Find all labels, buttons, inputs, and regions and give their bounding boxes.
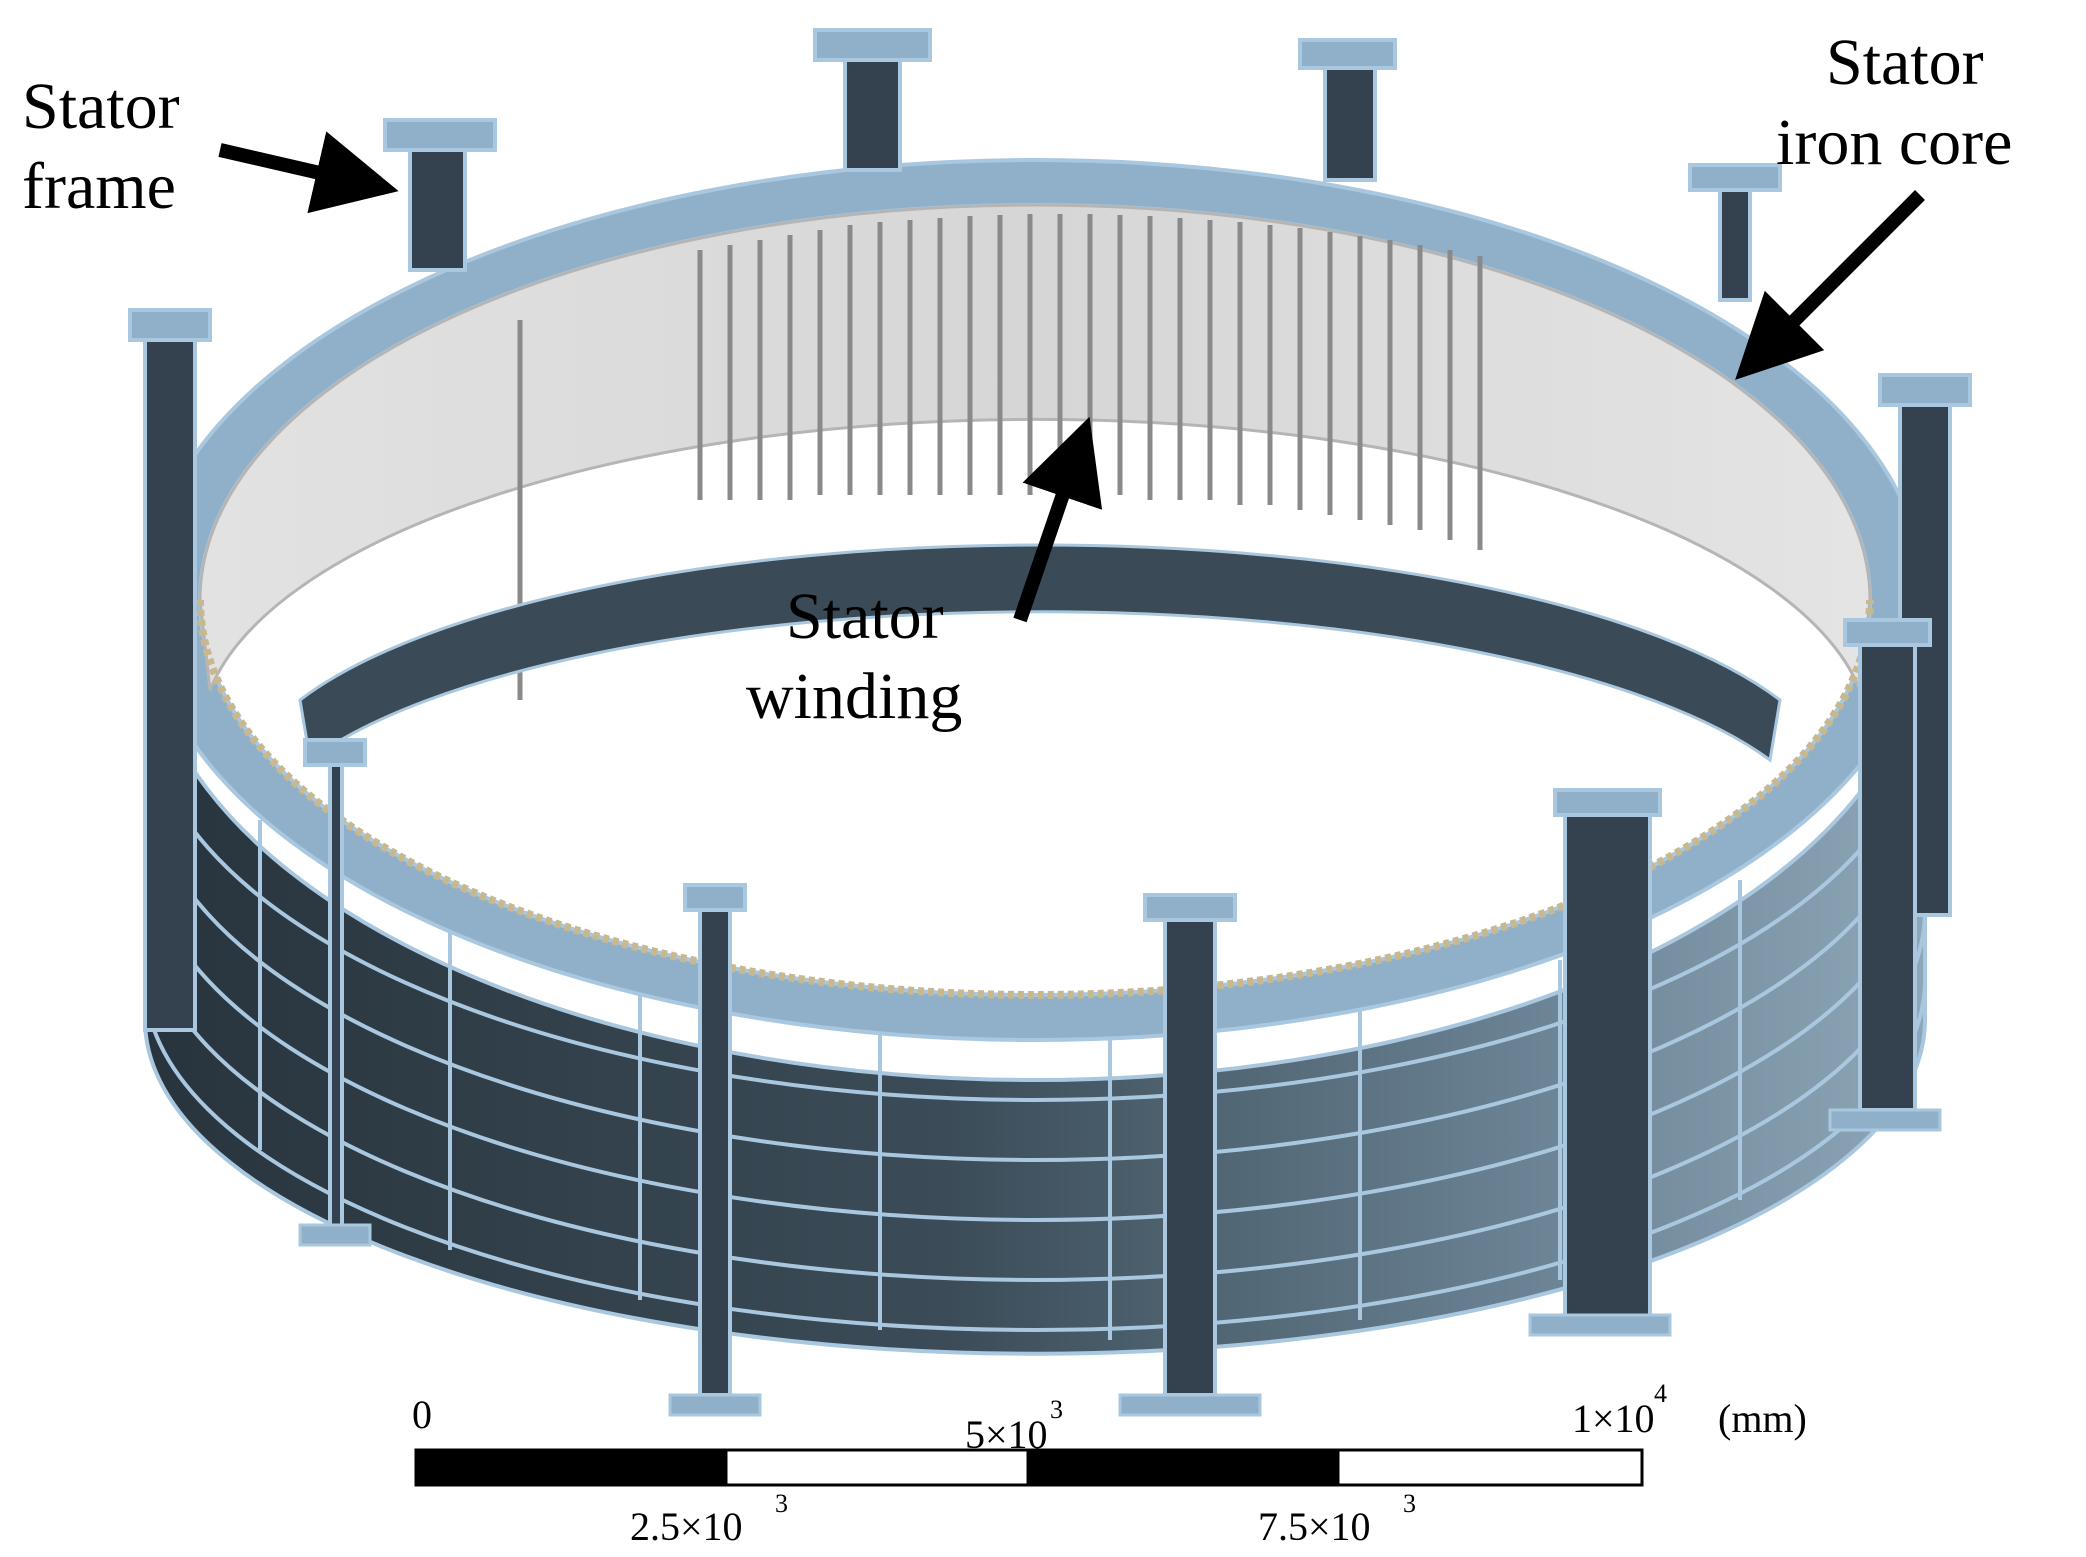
scale-segment-3 — [1026, 1448, 1340, 1487]
svg-text:frame: frame — [22, 150, 176, 223]
scale-segment-4 — [1336, 1448, 1644, 1487]
stator-iron-core-band — [298, 543, 1782, 763]
outer-wall-rings — [143, 699, 1927, 1332]
svg-text:winding: winding — [746, 660, 962, 733]
svg-text:iron core: iron core — [1776, 106, 2012, 179]
scale-tick-7-5e3: 7.5×10 — [1258, 1504, 1371, 1549]
scale-tick-2-5e3-exp: 3 — [775, 1489, 788, 1518]
scale-tick-2-5e3: 2.5×10 — [630, 1504, 743, 1549]
label-stator-frame: Stator frame — [22, 70, 399, 223]
inner-bottom-edge — [196, 599, 1874, 999]
outer-wall-seams — [258, 820, 1742, 1340]
label-stator-iron-core: Stator iron core — [1735, 26, 2012, 380]
scale-tick-5e3-exp: 3 — [1050, 1395, 1063, 1424]
arrow-stator-winding — [1013, 416, 1103, 623]
stator-model — [128, 28, 1972, 1417]
scale-bar: 0 5×10 3 1×10 4 (mm) 2.5×10 3 7.5×10 3 — [412, 1379, 1807, 1549]
arrow-stator-frame — [218, 131, 399, 214]
arrow-stator-iron-core — [1735, 190, 1925, 380]
scale-unit: (mm) — [1718, 1396, 1807, 1441]
scale-tick-1e4-exp: 4 — [1654, 1379, 1667, 1408]
label-stator-winding: Stator winding — [746, 416, 1103, 733]
scale-tick-7-5e3-exp: 3 — [1403, 1489, 1416, 1518]
scale-segment-1 — [414, 1448, 728, 1487]
svg-text:Stator: Stator — [22, 70, 180, 143]
scale-segment-2 — [724, 1448, 1030, 1487]
svg-text:Stator: Stator — [786, 580, 944, 653]
scale-tick-0: 0 — [412, 1392, 432, 1437]
column-feet — [298, 1108, 1942, 1417]
scale-tick-1e4: 1×10 — [1572, 1396, 1655, 1441]
svg-text:Stator: Stator — [1826, 26, 1984, 99]
winding-slots — [517, 214, 1483, 700]
